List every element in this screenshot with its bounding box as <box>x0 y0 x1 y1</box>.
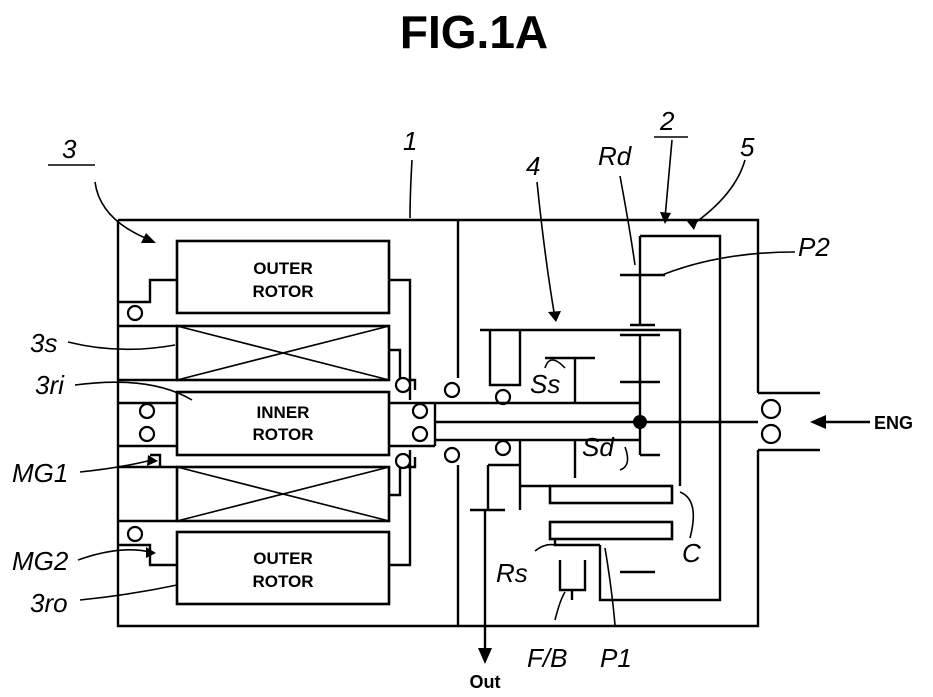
inner-rotor-label-2: ROTOR <box>252 425 313 444</box>
ref-3ri: 3ri <box>35 370 65 400</box>
ref-2: 2 <box>659 106 675 136</box>
outer-rotor-bottom-block <box>177 532 389 604</box>
output-label: Out <box>470 672 501 692</box>
ref-4: 4 <box>526 151 540 181</box>
bearing-circle <box>762 425 780 443</box>
clutch-plate-upper <box>550 486 672 503</box>
engine-input-label: ENG <box>874 413 913 433</box>
ref-1: 1 <box>403 126 417 156</box>
reference-labels: 3 1 2 5 4 Rd P2 3s 3ri MG1 MG2 3ro Ss Sd… <box>12 106 830 673</box>
ref-p1: P1 <box>600 643 632 673</box>
ref-rs: Rs <box>496 558 528 588</box>
bearing-circle <box>445 383 459 397</box>
bearing-circle <box>396 378 410 392</box>
clutch-plate-lower <box>550 522 672 539</box>
bearing-circle <box>128 527 142 541</box>
ref-fb: F/B <box>527 643 567 673</box>
ref-sd: Sd <box>582 432 615 462</box>
ref-c: C <box>682 538 701 568</box>
motor-generator-unit: OUTER ROTOR INNER ROTOR OUTER ROTOR <box>118 241 435 604</box>
outer-rotor-top-label-2: ROTOR <box>252 282 313 301</box>
ref-3: 3 <box>62 134 77 164</box>
inner-rotor-block <box>177 392 389 455</box>
outer-rotor-top-label-1: OUTER <box>253 259 313 278</box>
bearing-circle <box>445 448 459 462</box>
ref-p2: P2 <box>798 232 830 262</box>
ref-3ro: 3ro <box>30 588 68 618</box>
ref-mg2: MG2 <box>12 546 69 576</box>
ref-3s: 3s <box>30 328 57 358</box>
ref-rd: Rd <box>598 141 633 171</box>
bearing-circle <box>413 404 427 418</box>
ref-mg1: MG1 <box>12 458 68 488</box>
outer-rotor-bottom-label-2: ROTOR <box>252 572 313 591</box>
bearing-circle <box>140 404 154 418</box>
figure-title: FIG.1A <box>400 6 548 58</box>
joint-dot <box>633 415 647 429</box>
ref-5: 5 <box>740 132 755 162</box>
outer-rotor-bottom-label-1: OUTER <box>253 549 313 568</box>
inner-rotor-label-1: INNER <box>257 403 310 422</box>
bearing-circle <box>413 427 427 441</box>
ref-ss: Ss <box>530 369 560 399</box>
bearing-circle <box>128 306 142 320</box>
bearing-circle <box>140 427 154 441</box>
bearing-circle <box>762 400 780 418</box>
bearing-circle <box>496 441 510 455</box>
bearing-circle <box>396 454 410 468</box>
